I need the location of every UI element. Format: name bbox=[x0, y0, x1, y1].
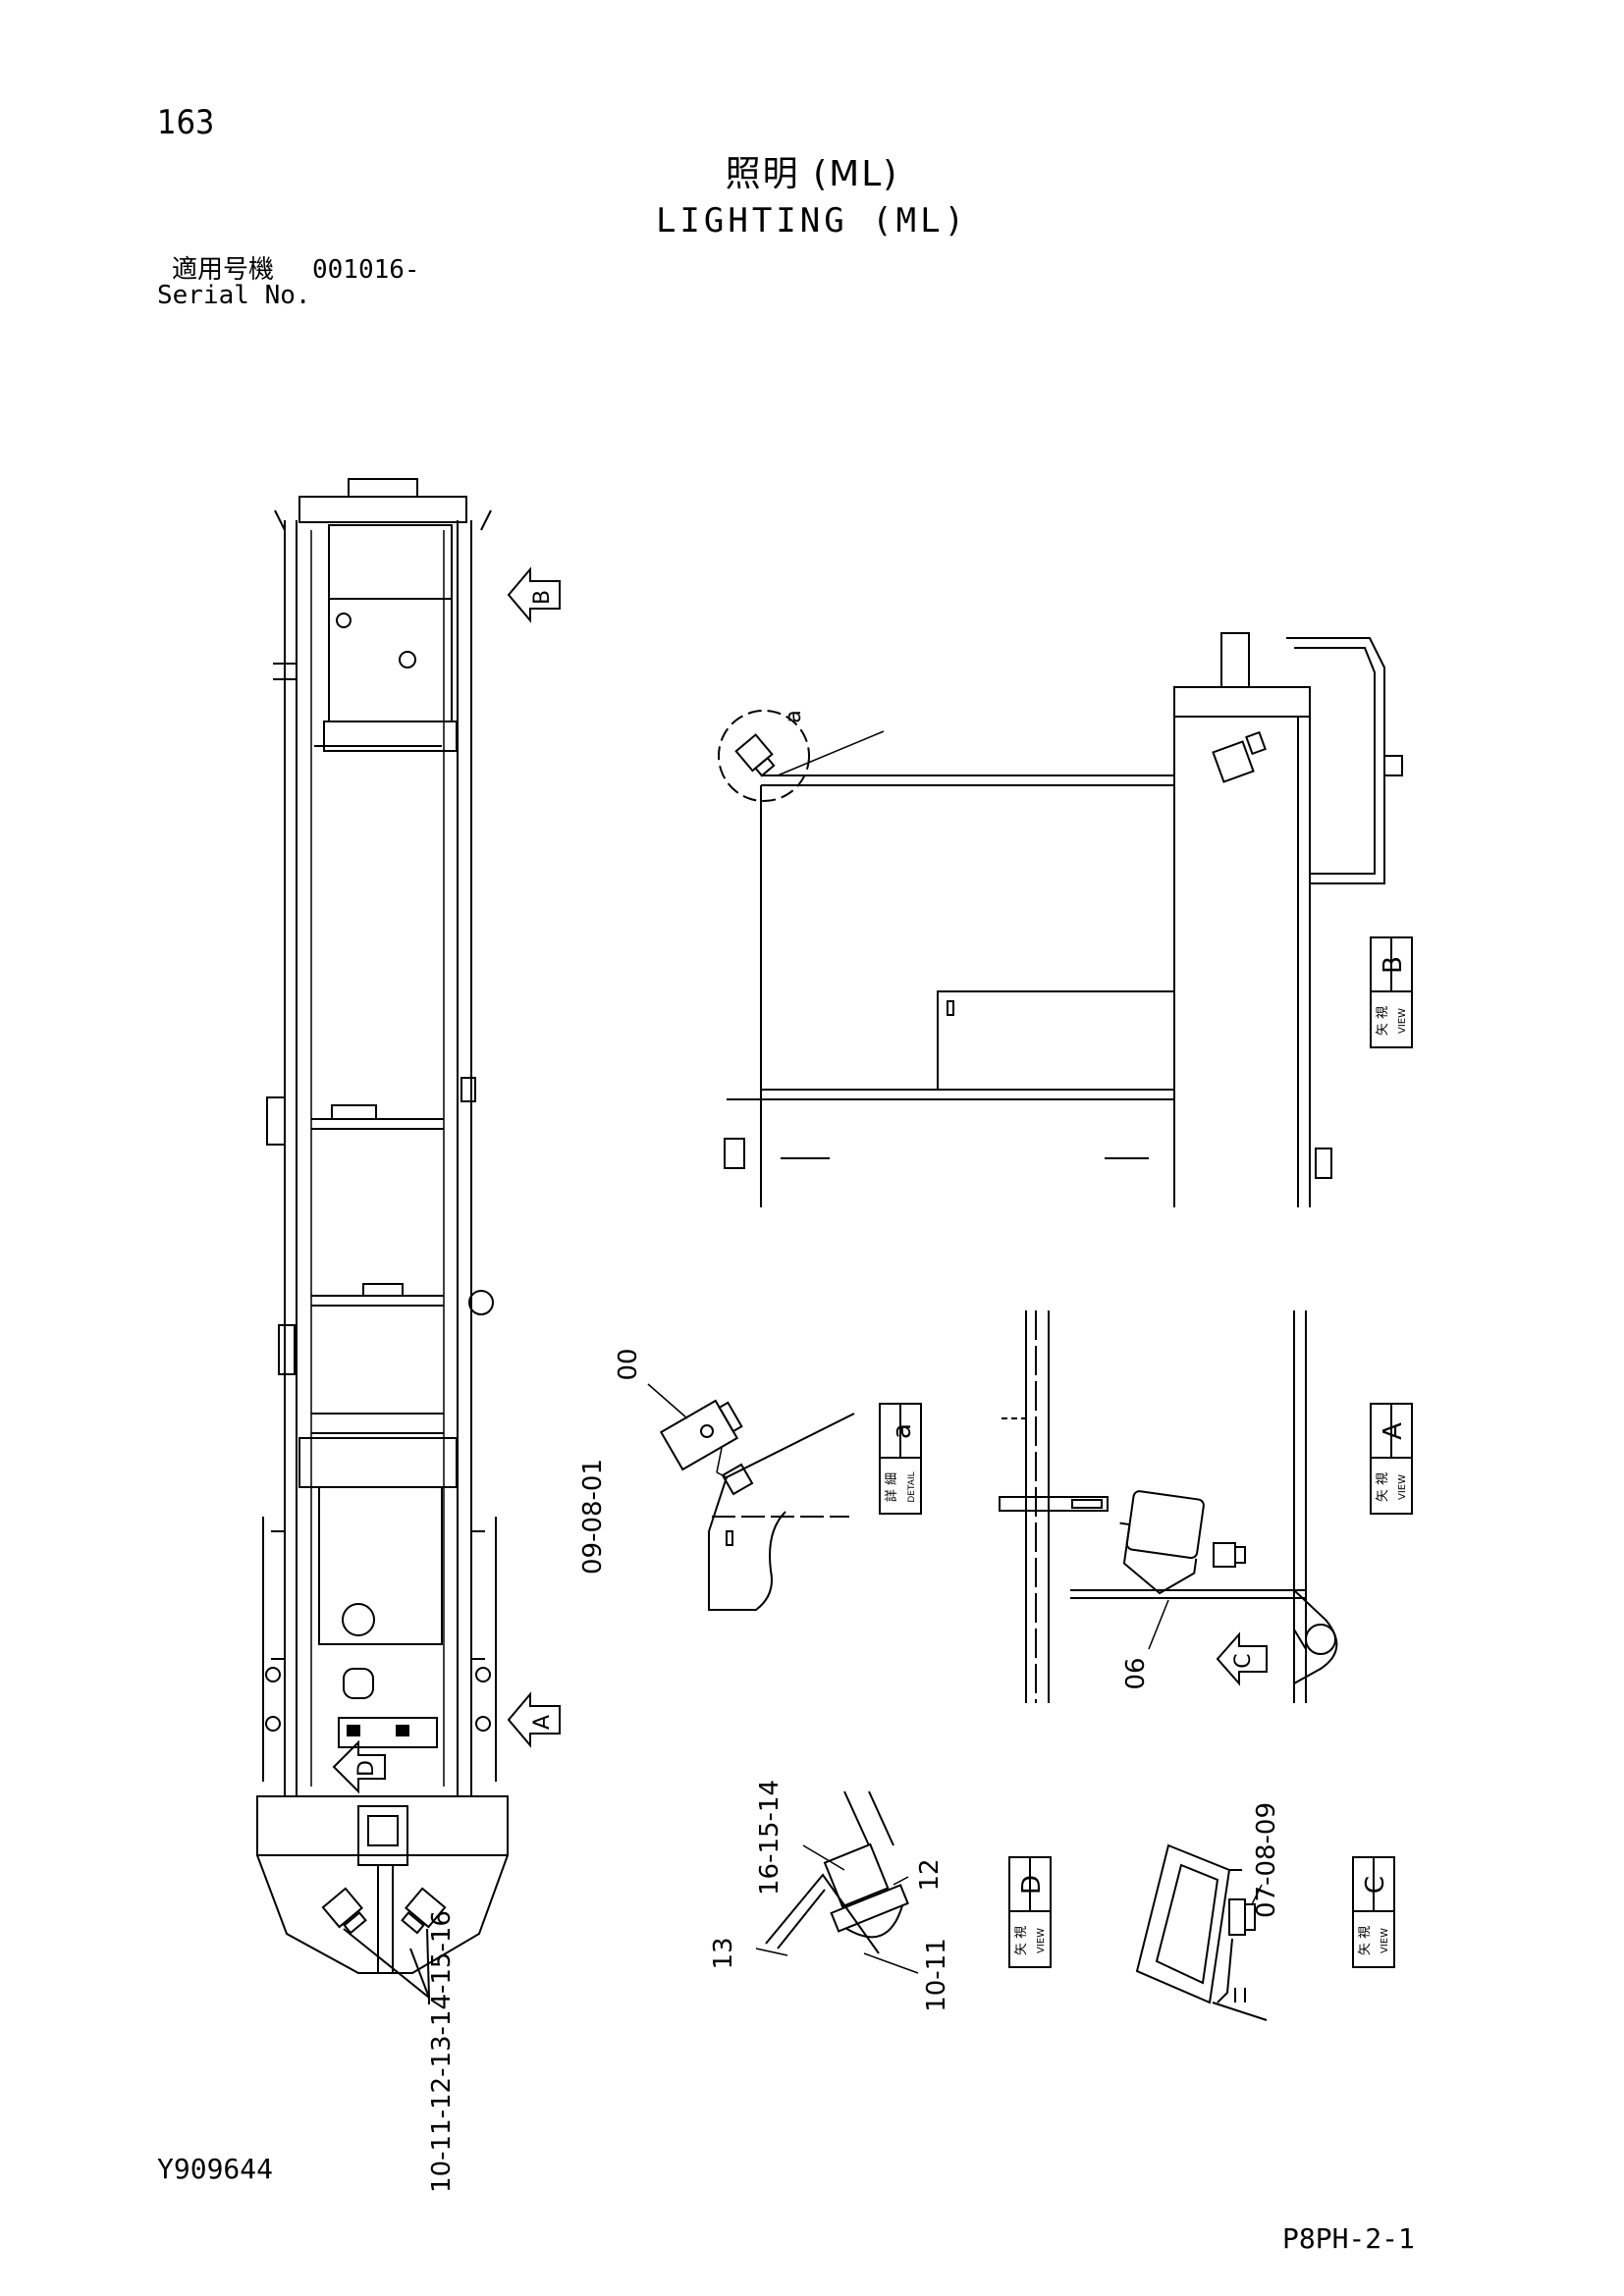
view-b-label: B 矢 視 VIEW bbox=[1370, 936, 1413, 1048]
view-arrow-a: A bbox=[507, 1691, 561, 1748]
svg-text:VIEW: VIEW bbox=[1380, 1928, 1390, 1953]
machine-top-view bbox=[256, 478, 509, 2004]
view-b-drawing: a bbox=[718, 632, 1403, 1207]
callout-view-d-left: 13 bbox=[709, 1937, 738, 1969]
serial-number-value: 001016- bbox=[312, 255, 420, 285]
svg-text:A: A bbox=[1379, 1422, 1408, 1440]
svg-text:C: C bbox=[1231, 1653, 1256, 1668]
svg-text:B: B bbox=[1379, 956, 1408, 974]
svg-text:C: C bbox=[1361, 1876, 1390, 1894]
serial-label-japanese: 適用号機 bbox=[172, 255, 275, 285]
view-a-label: A 矢 視 VIEW bbox=[1370, 1403, 1413, 1515]
svg-text:D: D bbox=[354, 1760, 379, 1777]
svg-text:a: a bbox=[888, 1423, 917, 1439]
view-arrow-c: C bbox=[1216, 1631, 1268, 1686]
drawing-number: Y909644 bbox=[157, 2153, 274, 2185]
callout-view-d-bottom: 10-11 bbox=[922, 1938, 951, 2012]
svg-text:VIEW: VIEW bbox=[1397, 1474, 1408, 1500]
sheet-number: P8PH-2-1 bbox=[1282, 2222, 1415, 2255]
page-title-english: LIGHTING (ML) bbox=[655, 201, 969, 240]
serial-label-english: Serial No. bbox=[157, 281, 311, 310]
svg-text:D: D bbox=[1017, 1875, 1047, 1895]
svg-text:VIEW: VIEW bbox=[1397, 1008, 1408, 1034]
svg-text:a: a bbox=[782, 710, 806, 722]
page-number: 163 bbox=[157, 103, 215, 142]
view-arrow-b: B bbox=[507, 566, 561, 623]
detail-a-drawing bbox=[647, 1383, 855, 1611]
svg-text:DETAIL: DETAIL bbox=[907, 1471, 917, 1502]
svg-text:矢 視: 矢 視 bbox=[1376, 1006, 1390, 1036]
detail-a-label: a 詳 細 DETAIL bbox=[879, 1403, 922, 1515]
callout-view-d-right: 12 bbox=[915, 1858, 945, 1891]
svg-text:B: B bbox=[530, 590, 555, 605]
svg-text:VIEW: VIEW bbox=[1036, 1928, 1047, 1953]
svg-text:A: A bbox=[530, 1715, 555, 1730]
callout-view-c-parts: 07-08-09 bbox=[1252, 1802, 1281, 1918]
view-arrow-d: D bbox=[332, 1739, 386, 1794]
svg-text:矢 視: 矢 視 bbox=[1358, 1926, 1373, 1955]
page-title-japanese: 照明 (ML) bbox=[725, 154, 899, 194]
callout-detail-a-top: 00 bbox=[614, 1348, 643, 1380]
svg-text:矢 視: 矢 視 bbox=[1014, 1926, 1029, 1955]
view-d-drawing bbox=[755, 1790, 919, 1974]
callout-view-a-part: 06 bbox=[1121, 1657, 1151, 1689]
svg-text:詳 細: 詳 細 bbox=[884, 1472, 899, 1502]
svg-text:矢 視: 矢 視 bbox=[1376, 1472, 1390, 1502]
callout-main-lamp-parts: 10-11-12-13-14-15-16 bbox=[427, 1910, 457, 2193]
view-d-label: D 矢 視 VIEW bbox=[1008, 1856, 1052, 1968]
callout-detail-a-parts: 09-08-01 bbox=[578, 1459, 608, 1575]
callout-view-d-top: 16-15-14 bbox=[755, 1780, 785, 1896]
view-a-drawing bbox=[999, 1310, 1338, 1703]
view-c-label: C 矢 視 VIEW bbox=[1352, 1856, 1395, 1968]
view-c-drawing bbox=[1135, 1843, 1268, 2021]
